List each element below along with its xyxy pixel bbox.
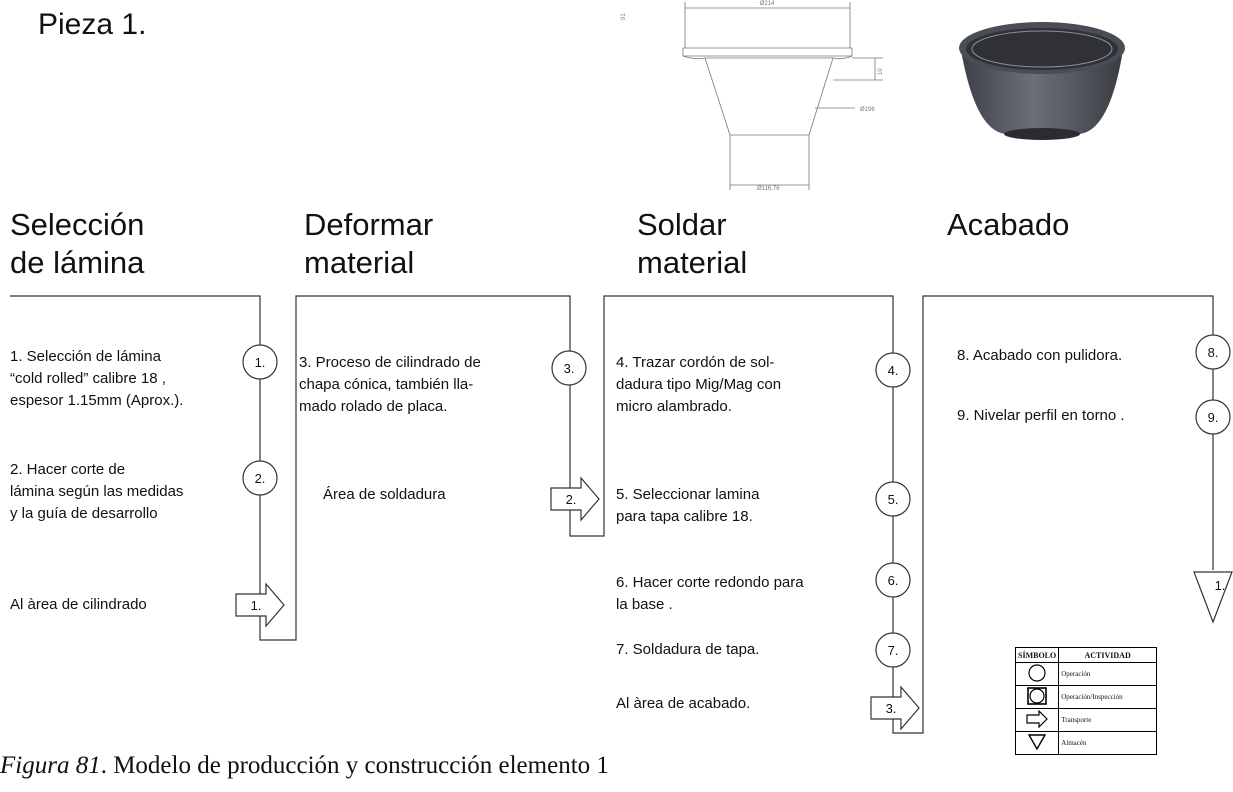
dim-ten-label: 10: [878, 68, 884, 75]
transport-1-text: Al àrea de cilindrado: [10, 596, 147, 613]
dim-mid-label: Ø196: [860, 107, 875, 113]
dim-top-label: Ø214: [760, 1, 775, 7]
storage-triangle: [1193, 571, 1233, 624]
stage-title-seleccion: Selección de lámina: [10, 207, 145, 280]
stage-title-soldar: Soldar material: [637, 207, 748, 280]
circle-label-5: 5.: [888, 492, 899, 507]
transport-3-text: Al àrea de acabado.: [616, 695, 751, 712]
circle-label-3: 3.: [564, 361, 575, 376]
dim-bottom-label: Ø116,76: [757, 186, 780, 192]
circle-label-6: 6.: [888, 573, 899, 588]
symbol-legend: SÍMBOLO ACTIVIDAD Operación Operación/In…: [1014, 647, 1157, 755]
legend-header-symbol: SÍMBOLO: [1014, 647, 1060, 663]
operation-circle-7: [875, 632, 911, 668]
piece-title: Pieza 1.: [38, 8, 147, 41]
operation-circle-5: [875, 481, 911, 517]
circle-label-7: 7.: [888, 643, 899, 658]
stage-title-deformar: Deformar material: [304, 207, 434, 280]
step-4-text: 4. Trazar cordón de sol- dadura tipo Mig…: [616, 354, 782, 415]
technical-drawing: Ø214 91 10 Ø196 Ø116,76: [621, 1, 884, 192]
legend-operation-symbol: [1014, 662, 1060, 686]
arrow-label-3: 3.: [886, 701, 897, 716]
legend-row-label: Almacén: [1058, 731, 1157, 755]
step-2-text: 2. Hacer corte de lámina según las medid…: [10, 461, 184, 522]
transport-arrow-3: [870, 685, 920, 731]
storage-label-1: 1.: [1215, 578, 1226, 593]
transport-2-text: Área de soldadura: [323, 486, 446, 503]
circle-label-4: 4.: [888, 363, 899, 378]
step-8-text: 8. Acabado con pulidora.: [957, 347, 1123, 364]
operation-circle-4: [875, 352, 911, 388]
operation-circle-3: [551, 350, 587, 386]
figure-number: Figura 81: [0, 752, 101, 779]
figure-caption: Figura 81. Modelo de producción y constr…: [0, 752, 609, 780]
stage-title-acabado: Acabado: [947, 207, 1070, 242]
operation-circle-8: [1195, 334, 1231, 370]
legend-storage-symbol: [1014, 731, 1060, 755]
legend-row-label: Operación: [1058, 662, 1157, 686]
legend-transport-symbol: [1014, 708, 1060, 732]
legend-row-label: Operación/Inspección: [1058, 685, 1157, 709]
arrow-label-2: 2.: [566, 492, 577, 507]
operation-circle-2: [242, 460, 278, 496]
operation-circle-1: [242, 344, 278, 380]
transport-arrow-2: [550, 476, 600, 522]
step-1-text: 1. Selección de lámina “cold rolled” cal…: [10, 348, 184, 409]
transport-arrow-1: [235, 582, 285, 628]
bowl-3d-render: [959, 22, 1125, 140]
step-9-text: 9. Nivelar perfil en torno .: [957, 407, 1125, 424]
circle-label-9: 9.: [1208, 410, 1219, 425]
figure-caption-text: . Modelo de producción y construcción el…: [100, 752, 609, 779]
circle-label-1: 1.: [255, 355, 266, 370]
arrow-label-1: 1.: [251, 598, 262, 613]
step-3-text: 3. Proceso de cilindrado de chapa cónica…: [299, 354, 481, 415]
circle-label-2: 2.: [255, 471, 266, 486]
step-7-text: 7. Soldadura de tapa.: [616, 641, 760, 658]
circle-label-8: 8.: [1208, 345, 1219, 360]
operation-circle-6: [875, 562, 911, 598]
legend-operation-inspection-symbol: [1014, 685, 1060, 709]
legend-header-activity: ACTIVIDAD: [1058, 647, 1157, 663]
legend-row-label: Transporte: [1058, 708, 1157, 732]
dim-side-label: 91: [621, 13, 627, 20]
step-5-text: 5. Seleccionar lamina para tapa calibre …: [616, 486, 760, 525]
operation-circle-9: [1195, 399, 1231, 435]
step-6-text: 6. Hacer corte redondo para la base .: [616, 574, 804, 613]
